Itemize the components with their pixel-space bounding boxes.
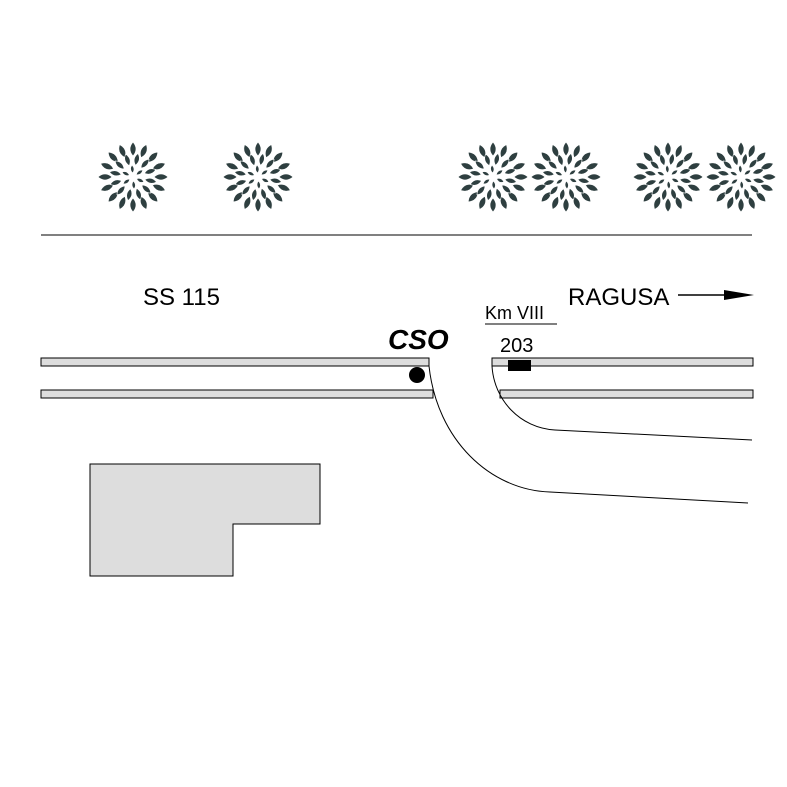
tree-icon: [222, 141, 294, 213]
main-road: [40, 357, 754, 399]
road-strip-lower-left: [40, 389, 434, 399]
road-strip-upper-left: [40, 357, 430, 367]
tree-icon: [632, 141, 704, 213]
tree-icon: [457, 141, 529, 213]
road-strip-lower-right: [499, 389, 754, 399]
tree-icon: [705, 141, 777, 213]
branch-road-outer-edge: [428, 365, 749, 504]
arrow-right-icon: [678, 290, 754, 300]
destination-label: RAGUSA: [568, 284, 669, 311]
road-strip-upper-right: [491, 357, 754, 367]
building-outline: [89, 463, 321, 577]
station-code-label: CSO: [388, 324, 449, 355]
km-number-label: 203: [500, 335, 533, 357]
km-post-icon: [508, 360, 531, 371]
tree-icon: [97, 141, 169, 213]
branch-road-inner-edge: [491, 365, 753, 441]
km-marker-label: Km VIII: [485, 303, 544, 323]
road-name-label: SS 115: [143, 284, 220, 311]
branch-road: [428, 365, 753, 504]
tree-icon: [530, 141, 602, 213]
tree-row: [97, 141, 777, 213]
station-point-icon: [409, 367, 425, 383]
